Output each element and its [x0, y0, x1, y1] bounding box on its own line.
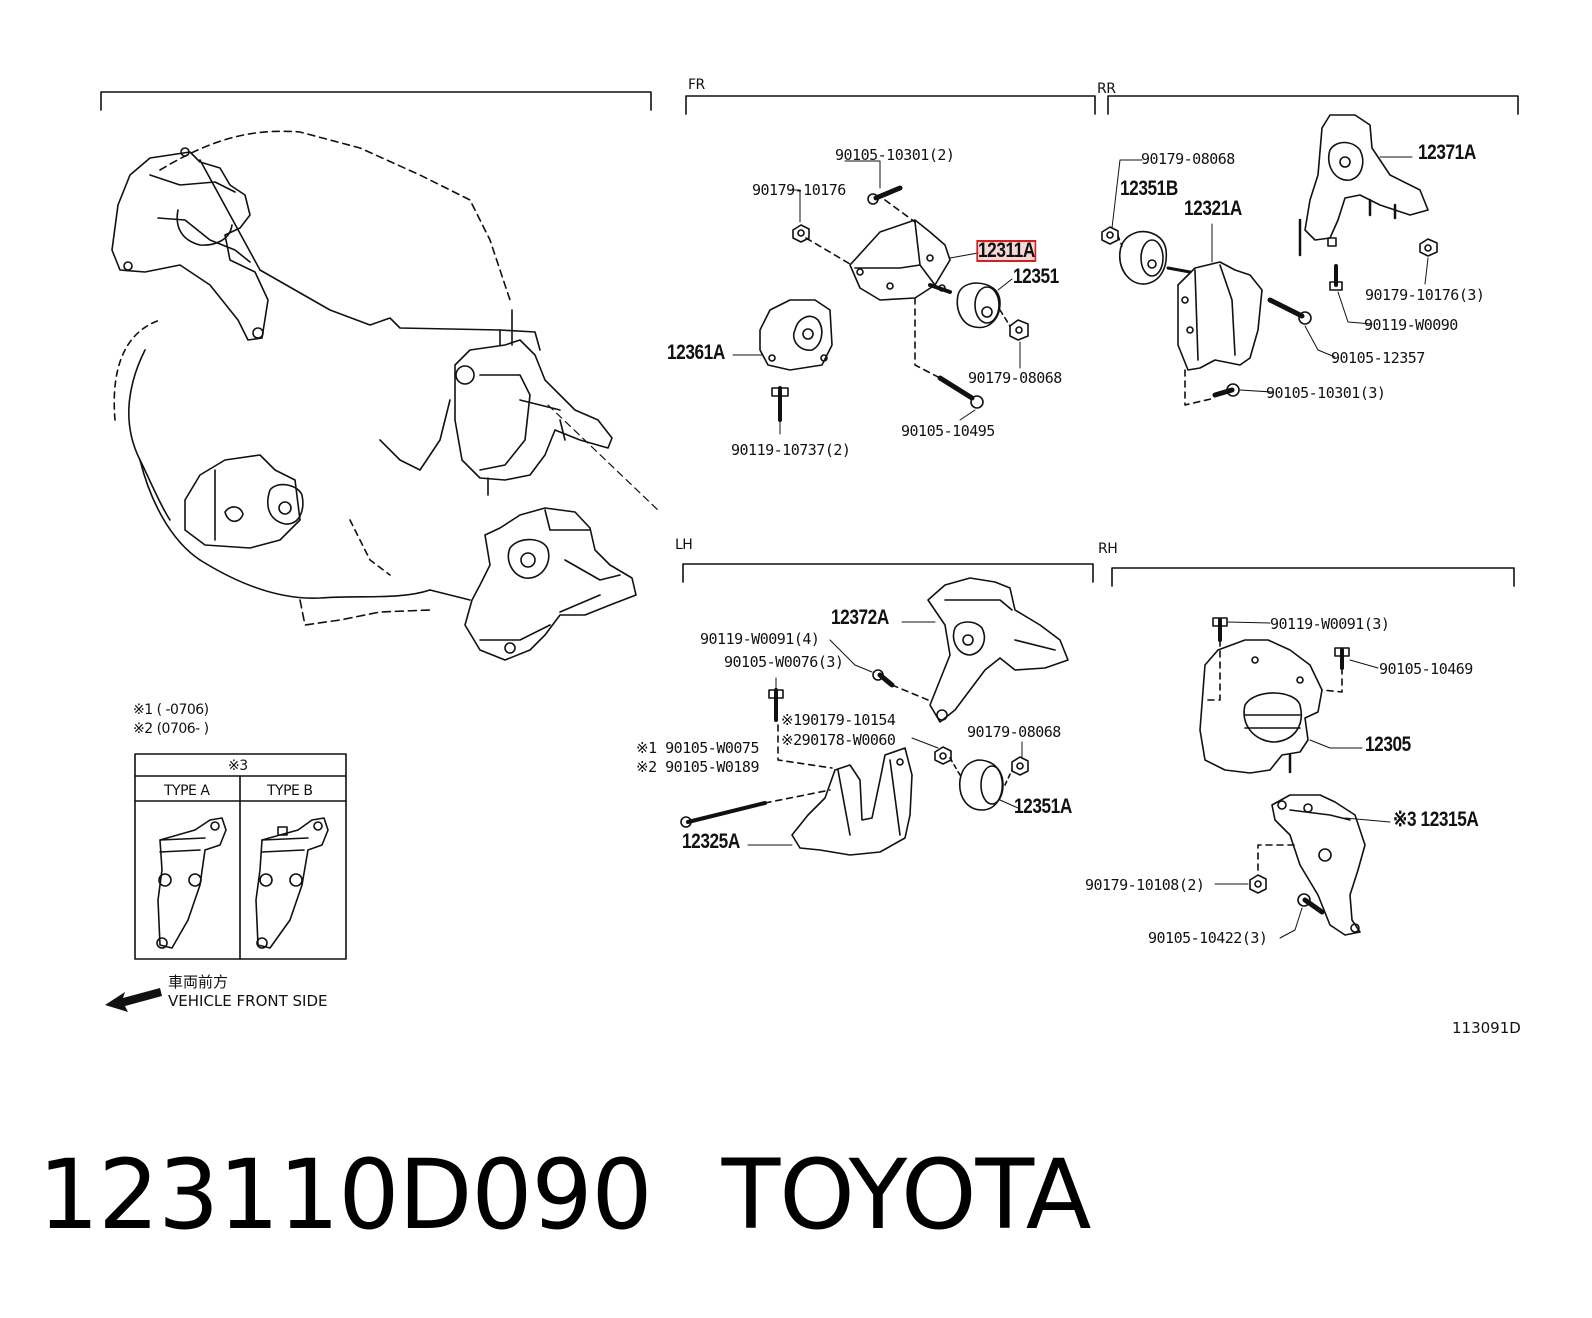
- part-label[interactable]: 90179-10108(2): [1085, 876, 1205, 894]
- part-label[interactable]: 12361A: [667, 341, 725, 364]
- note-2: ※2 (0706- ): [133, 721, 209, 737]
- section-label-fr: FR: [688, 77, 705, 93]
- part-label[interactable]: 12351B: [1120, 177, 1178, 200]
- part-label[interactable]: 90179-10176(3): [1365, 286, 1485, 304]
- part-label[interactable]: 12372A: [831, 606, 889, 629]
- table-type-a: TYPE A: [164, 783, 210, 799]
- table-type-b: TYPE B: [267, 783, 313, 799]
- part-label[interactable]: 90105-10301(3): [1266, 384, 1386, 402]
- rh-section-parts: [1199, 617, 1391, 939]
- vehicle-front-arrow: [105, 988, 162, 1012]
- engine-assembly-drawing: [111, 130, 661, 661]
- part-label[interactable]: 90119-W0091(4): [700, 630, 820, 648]
- section-label-rr: RR: [1097, 81, 1116, 97]
- part-label[interactable]: 90105-10495: [901, 422, 995, 440]
- part-label[interactable]: 90179-10176: [752, 181, 846, 199]
- vehicle-front-jp: 車両前方: [168, 973, 229, 991]
- brand-name: TOYOTA: [721, 1139, 1092, 1251]
- part-label[interactable]: 12351A: [1014, 795, 1072, 818]
- part-label[interactable]: 12321A: [1184, 197, 1242, 220]
- section-label-rh: RH: [1098, 541, 1118, 557]
- fr-section-parts: [732, 160, 1029, 435]
- part-label[interactable]: 90179-08068: [967, 723, 1061, 741]
- part-label[interactable]: 90105-10422(3): [1148, 929, 1268, 947]
- part-label[interactable]: 90105-10469: [1379, 660, 1473, 678]
- table-header: ※3: [228, 758, 248, 774]
- lh-section-parts: [680, 577, 1069, 856]
- part-label[interactable]: 90105-W0076(3): [724, 653, 844, 671]
- part-label-highlighted[interactable]: 12311A: [976, 239, 1037, 262]
- part-label[interactable]: ※190179-10154: [781, 711, 896, 729]
- part-label[interactable]: 12351: [1013, 265, 1059, 288]
- section-label-lh: LH: [675, 537, 693, 553]
- rr-section-parts: [1101, 114, 1438, 406]
- footer-caption: 123110D090 TOYOTA: [38, 1139, 1092, 1251]
- part-number: 123110D090: [38, 1139, 653, 1251]
- part-label[interactable]: 90179-08068: [968, 369, 1062, 387]
- part-label[interactable]: 90105-12357: [1331, 349, 1425, 367]
- drawing-code: 113091D: [1452, 1019, 1521, 1037]
- part-label[interactable]: 12325A: [682, 830, 740, 853]
- type-table: [134, 753, 347, 960]
- section-brackets: [100, 91, 1519, 587]
- part-label[interactable]: 90119-W0090: [1364, 316, 1458, 334]
- part-label[interactable]: ※3 12315A: [1393, 808, 1479, 831]
- part-label[interactable]: ※290178-W0060: [781, 731, 896, 749]
- part-label[interactable]: 90119-10737(2): [731, 441, 851, 459]
- part-label[interactable]: ※1 90105-W0075: [636, 739, 759, 757]
- part-label[interactable]: ※2 90105-W0189: [636, 758, 759, 776]
- vehicle-front-en: VEHICLE FRONT SIDE: [168, 992, 328, 1010]
- part-label[interactable]: 90119-W0091(3): [1270, 615, 1390, 633]
- part-label[interactable]: 12305: [1365, 733, 1411, 756]
- part-label[interactable]: 90105-10301(2): [835, 146, 955, 164]
- part-label[interactable]: 90179-08068: [1141, 150, 1235, 168]
- note-1: ※1 ( -0706): [133, 702, 209, 718]
- part-label[interactable]: 12371A: [1418, 141, 1476, 164]
